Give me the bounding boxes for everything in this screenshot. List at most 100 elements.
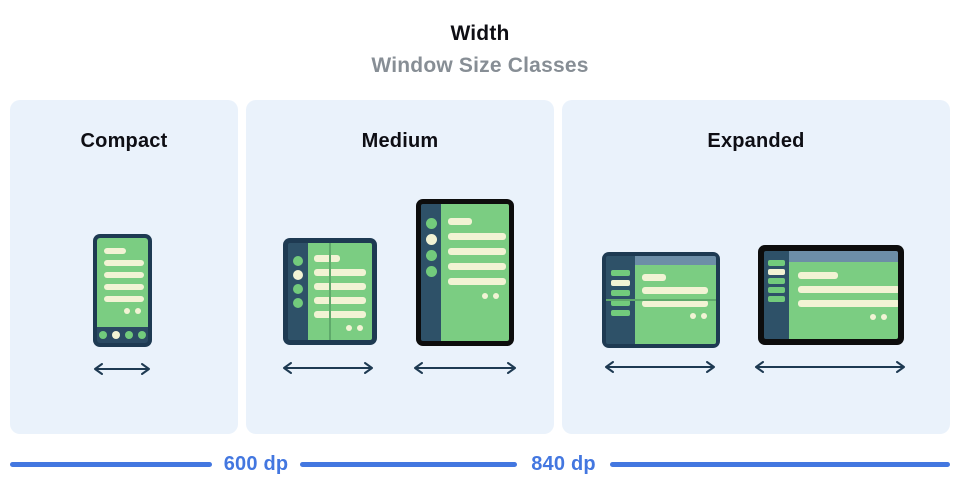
dot [870,314,876,320]
drawer-item [768,260,785,266]
drawer-item [611,270,630,276]
text-line [314,311,366,318]
width-arrow-icon [94,363,150,375]
drawer-item [611,290,630,296]
action-dots [314,325,372,331]
fold-line [329,243,331,340]
content-column [635,256,716,344]
panel-medium-label: Medium [361,130,439,152]
tablet-portrait-illustration [416,199,514,346]
rail-dot [425,218,437,229]
panel-compact-label: Compact [80,130,168,152]
tablet-landscape-illustration [758,245,904,345]
foldable-landscape-illustration [602,252,720,348]
drawer-item [611,300,630,306]
rail-dot [293,298,303,308]
action-dots [798,314,898,320]
rail-dot [293,270,303,280]
drawer-item [611,280,630,286]
tablet-landscape-screen [764,251,898,339]
fold-line [606,299,716,301]
drawer-item [768,296,785,302]
text-line [104,284,144,290]
dot [493,293,499,299]
content-area [789,262,898,339]
dot [482,293,488,299]
text-line [314,255,340,262]
text-line [448,248,506,255]
nav-dot [99,331,107,339]
drawer-item [611,310,630,316]
dot [690,313,696,319]
content-area [308,243,372,340]
nav-dot [125,331,133,339]
drawer-item [768,278,785,284]
text-line [104,260,144,266]
diagram-title: Width [450,22,510,45]
dot [701,313,707,319]
text-line [642,300,708,307]
app-top-bar [635,256,716,265]
diagram-subtitle: Window Size Classes [371,54,589,77]
nav-dot [112,331,120,339]
width-arrow-icon [605,361,715,373]
action-dots [448,293,509,299]
app-top-bar [789,251,898,262]
diagram-header: Width Window Size Classes [0,22,960,78]
breakpoint-600dp-label: 600 dp [223,453,289,475]
rail-dot [425,266,437,277]
nav-drawer [764,251,789,339]
content-column [789,251,898,339]
drawer-item [768,287,785,293]
ruler-line-segment [610,462,950,467]
rail-dot [293,284,303,294]
dot [124,308,130,314]
width-arrow-icon [283,362,373,374]
text-line [104,248,126,254]
rail-dot [425,250,437,261]
text-line [314,283,366,290]
breakpoint-840dp-label: 840 dp [531,453,596,475]
action-dots [97,308,148,314]
text-line [448,278,506,285]
content-area [441,204,509,341]
text-line [642,274,666,281]
foldable-portrait-screen [288,243,372,340]
text-line [104,272,144,278]
width-arrow-icon [755,361,905,373]
nav-rail [421,204,441,341]
rail-dot [425,234,437,245]
text-line [448,233,506,240]
phone-portrait-illustration [93,234,152,347]
text-line [314,297,366,304]
foldable-portrait-illustration [283,238,377,345]
action-dots [642,313,716,319]
dot [357,325,363,331]
tablet-portrait-screen [421,204,509,341]
content-area [635,265,716,344]
text-line [104,296,144,302]
panel-compact: Compact [10,100,238,434]
panel-expanded-label: Expanded [707,130,805,152]
nav-rail [288,243,308,340]
text-line [314,269,366,276]
nav-dot [138,331,146,339]
phone-screen [97,238,148,327]
text-line [798,300,898,307]
dot [346,325,352,331]
text-line [798,286,898,293]
rail-dot [293,256,303,266]
panel-medium: Medium [246,100,554,434]
ruler-line-segment [300,462,517,467]
width-arrow-icon [414,362,516,374]
text-line [642,287,708,294]
dot [881,314,887,320]
text-line [798,272,838,279]
ruler-line-segment [10,462,212,467]
text-line [448,263,506,270]
phone-nav-bar [97,327,148,343]
panel-expanded: Expanded [562,100,950,434]
drawer-item [768,269,785,275]
text-line [448,218,472,225]
